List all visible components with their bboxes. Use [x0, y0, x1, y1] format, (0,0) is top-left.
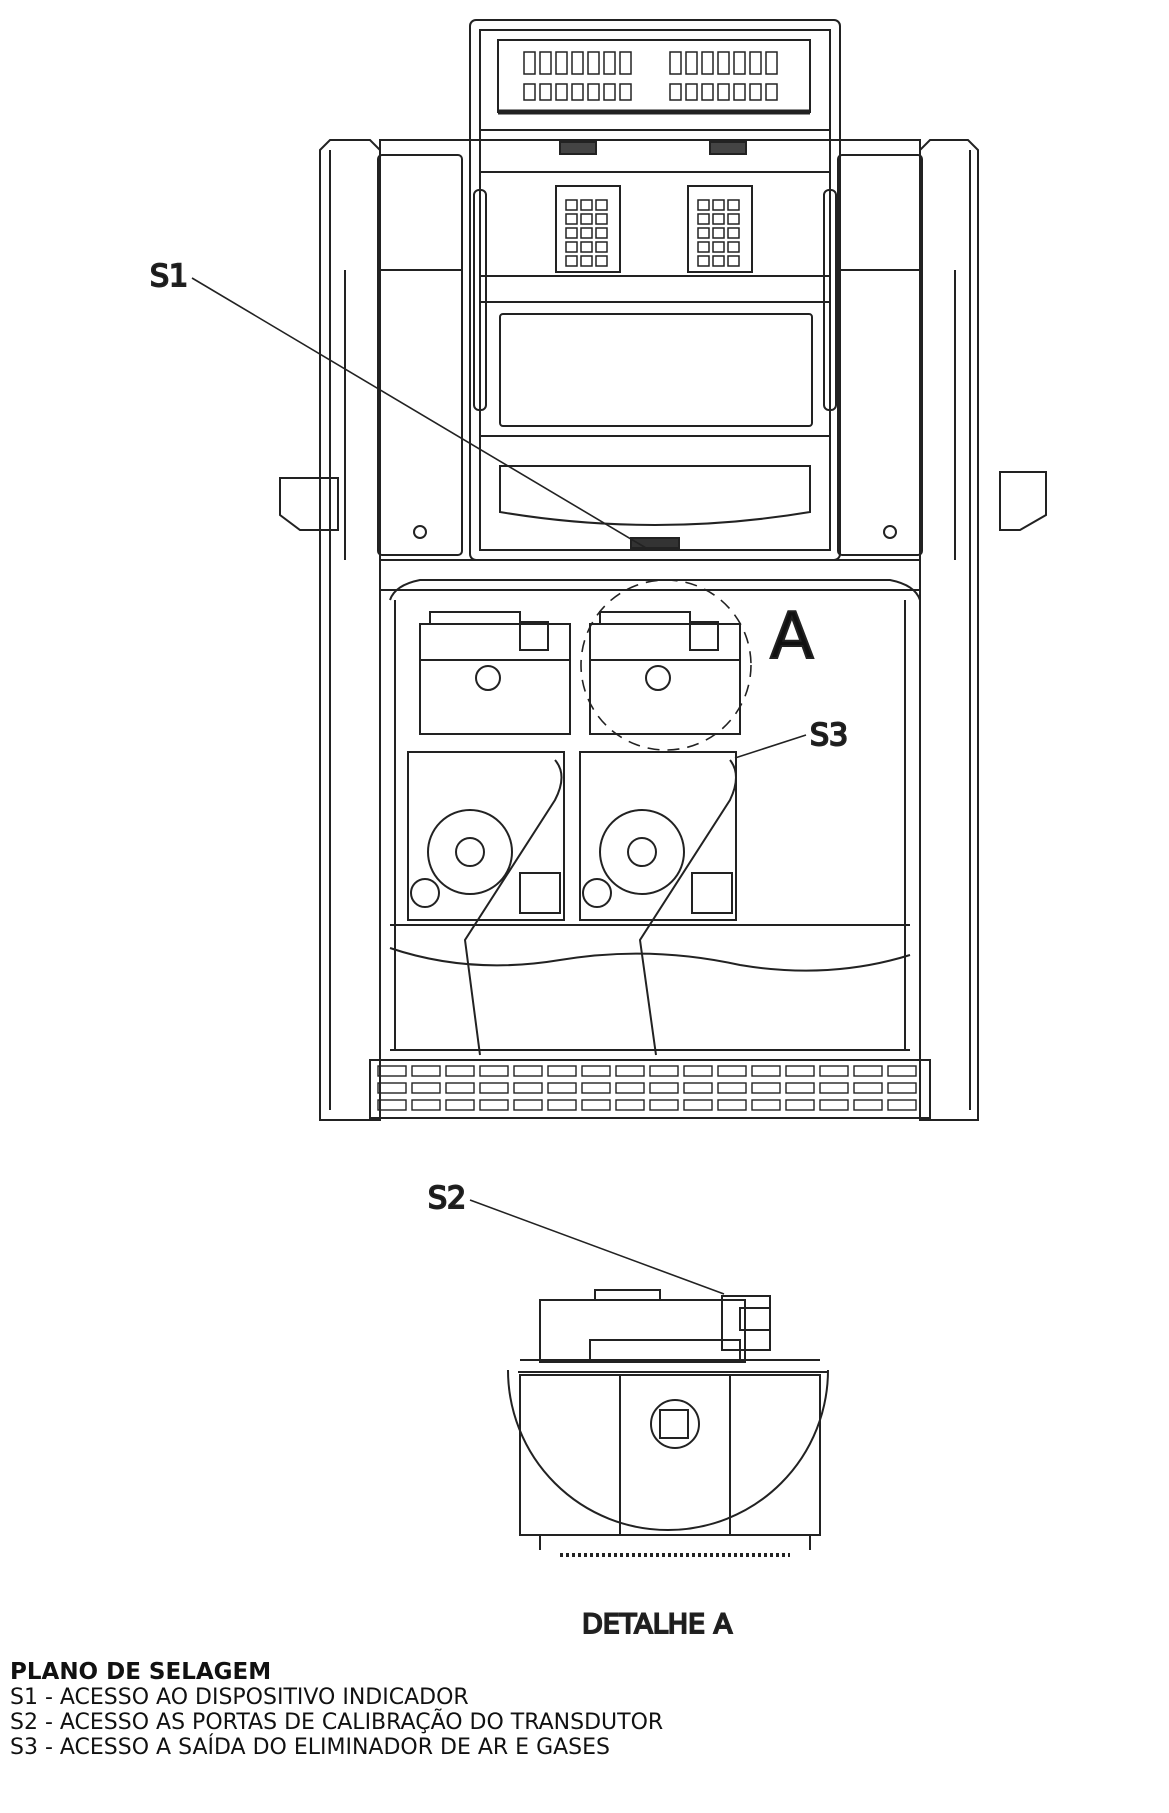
legend-title: PLANO DE SELAGEM [10, 1659, 272, 1685]
legend-item-s1: S1 - ACESSO AO DISPOSITIVO INDICADOR [10, 1685, 469, 1710]
s3-label: S3 [810, 718, 848, 753]
detail-caption: DETALHE A [582, 1609, 733, 1640]
grille-slots [377, 1065, 917, 1111]
display-digits [523, 51, 778, 101]
s1-leader [191, 277, 647, 549]
sealing-plan-legend: PLANO DE SELAGEM S1 - ACESSO AO DISPOSIT… [10, 1659, 1150, 1761]
detail-a-view [507, 1289, 829, 1557]
legend-item-s3: S3 - ACESSO A SAÍDA DO ELIMINADOR DE AR … [10, 1735, 610, 1760]
dispenser-body [279, 19, 1047, 1121]
s3-leader [734, 734, 807, 759]
detail-a-circle [580, 579, 752, 751]
s2-leader [469, 1199, 725, 1295]
keypad-buttons [565, 199, 740, 267]
dispenser-drawing: S1 S3 S2 A DETALHE A [149, 19, 1047, 1641]
meter-unit-right [579, 611, 741, 1056]
hydraulic-compartment [369, 559, 931, 1119]
legend-item-s2: S2 - ACESSO AS PORTAS DE CALIBRAÇÃO DO T… [10, 1710, 664, 1735]
meter-unit-left [407, 611, 571, 1056]
s2-label: S2 [428, 1181, 466, 1216]
detail-marker: A [770, 600, 814, 674]
s1-label: S1 [150, 259, 188, 294]
